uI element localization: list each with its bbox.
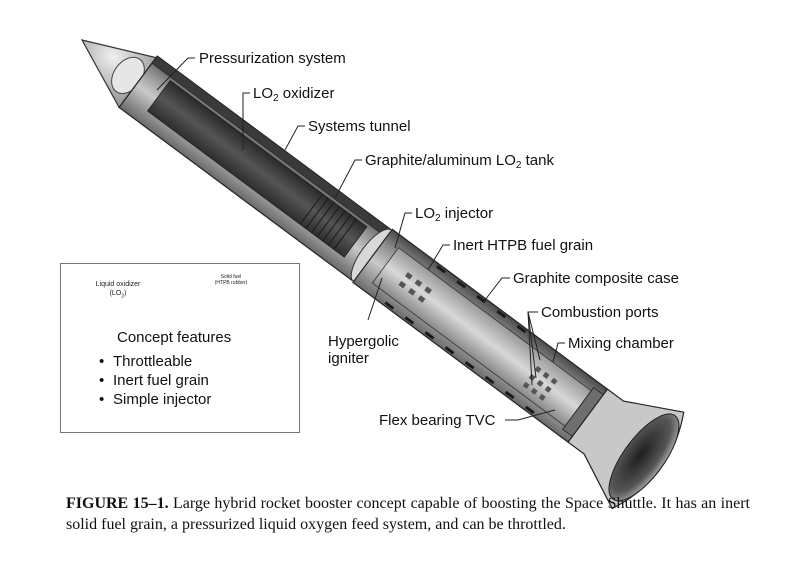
label-systems-tunnel: Systems tunnel <box>308 118 411 135</box>
label-combustion-ports: Combustion ports <box>541 304 659 321</box>
label-flex-bearing-tvc: Flex bearing TVC <box>379 412 496 429</box>
rocket-body <box>80 39 685 510</box>
inset-oxidizer-label: Liquid oxidizer(LO2) <box>95 281 141 300</box>
label-lo2-tank: Graphite/aluminum LO2 tank <box>365 152 554 171</box>
label-pressurization-system: Pressurization system <box>199 50 346 67</box>
inset-title: Concept features <box>117 329 232 346</box>
label-lo2-injector: LO2 injector <box>415 205 494 224</box>
tank-ribs <box>299 193 357 250</box>
feature-item: Throttleable <box>99 352 211 371</box>
caption-text: Large hybrid rocket booster concept capa… <box>66 495 750 533</box>
inset-feature-list: Throttleable Inert fuel grain Simple inj… <box>99 352 211 409</box>
feature-item: Inert fuel grain <box>99 371 211 390</box>
concept-features-inset: Liquid oxidizer(LO2) Solid fuel(HTPB rub… <box>60 263 300 433</box>
inset-fuel-label: Solid fuel(HTPB rubber) <box>214 274 248 286</box>
leader-lines <box>156 57 565 421</box>
caption-label: FIGURE 15–1. <box>66 495 169 512</box>
label-composite-case: Graphite composite case <box>513 270 679 287</box>
label-lo2-oxidizer: LO2 oxidizer <box>253 85 335 104</box>
figure-caption: FIGURE 15–1. Large hybrid rocket booster… <box>66 493 750 535</box>
feature-item: Simple injector <box>99 390 211 409</box>
case-ribs <box>384 265 535 415</box>
label-mixing-chamber: Mixing chamber <box>568 335 674 352</box>
lo2-oxidizer-interior <box>146 80 368 258</box>
label-fuel-grain: Inert HTPB fuel grain <box>453 237 594 254</box>
nozzle-exit <box>608 413 680 502</box>
combustion-port-grid <box>398 272 558 401</box>
